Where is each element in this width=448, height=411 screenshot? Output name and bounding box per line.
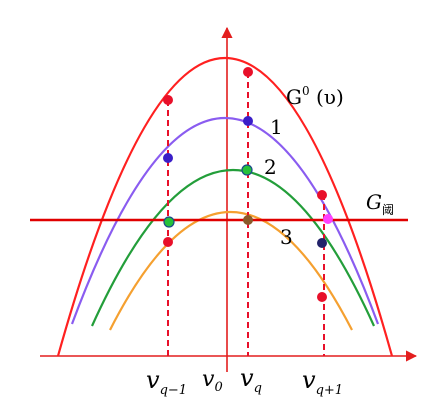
label-v-q: vq <box>240 364 262 396</box>
curve-3-label: 3 <box>280 225 293 249</box>
marker-curve2-vq-plus-1 <box>317 238 327 248</box>
marker-curve1-vq-plus-1 <box>323 214 333 224</box>
curve-1-label: 1 <box>270 115 283 139</box>
curve-1 <box>70 117 380 325</box>
label-v-q-plus-1: vq+1 <box>302 366 343 398</box>
marker-curve1-vq <box>243 116 253 126</box>
marker-g0-vq <box>243 67 253 77</box>
threshold-label: G阈 <box>366 190 394 217</box>
marker-curve3-vq <box>243 215 253 225</box>
marker-curve2-vq-minus-1 <box>163 216 175 228</box>
marker-curve3-vq-minus-1 <box>163 237 173 247</box>
label-v-q-minus-1: vq−1 <box>146 366 187 398</box>
curve-2 <box>90 168 376 327</box>
label-v-0: v0 <box>202 367 223 395</box>
marker-curve3-vq-plus-1 <box>317 292 327 302</box>
curve-3 <box>109 211 353 331</box>
marker-curve2-vq <box>241 164 253 176</box>
g0-curve <box>56 57 394 357</box>
g0-label: G0 (υ) <box>286 84 344 109</box>
marker-g0-vq-plus-1 <box>317 190 327 200</box>
marker-curve1-vq-minus-1 <box>163 153 173 163</box>
curve-2-label: 2 <box>264 155 277 179</box>
marker-g0-vq-minus-1 <box>163 95 173 105</box>
